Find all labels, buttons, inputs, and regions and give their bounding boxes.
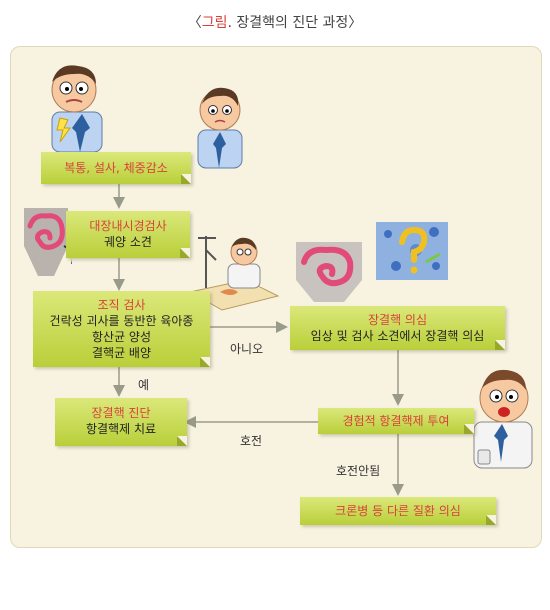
box-suspect-title: 장결핵 의심 — [367, 313, 427, 327]
box-suspect-line-1: 임상 및 검사 소견에서 장결핵 의심 — [310, 329, 485, 343]
box-empirical: 경험적 항결핵제 투여 — [318, 408, 474, 434]
title-highlight: 그림 — [201, 15, 228, 31]
box-diagnosis-title: 장결핵 진단 — [91, 406, 151, 420]
box-diagnosis-line-1: 항결핵제 치료 — [85, 422, 157, 436]
lab-doctor-illustration — [188, 236, 280, 311]
box-biopsy-line-1: 건락성 괴사를 동반한 육아종 — [49, 314, 194, 328]
box-biopsy: 조직 검사 건락성 괴사를 동반한 육아종 항산균 양성 결핵균 배양 — [33, 291, 210, 367]
box-biopsy-line-2: 항산균 양성 — [91, 330, 151, 344]
intestine-illustration — [24, 208, 72, 276]
doctor-surprised-illustration — [473, 369, 533, 469]
box-crohn-title: 크론병 등 다른 질환 의심 — [335, 504, 461, 518]
bacteria-magnified-illustration — [376, 222, 448, 280]
box-colonoscopy: 대장내시경검사 궤양 소견 — [66, 211, 190, 258]
box-colonoscopy-line-1: 궤양 소견 — [104, 235, 152, 249]
colon-illustration — [296, 242, 362, 302]
edge-label-not-improved: 호전안됨 — [336, 464, 381, 478]
box-symptoms-title: 복통, 설사, 체중감소 — [64, 161, 168, 175]
box-biopsy-line-3: 결핵균 배양 — [91, 346, 151, 360]
patient-pain-illustration — [51, 65, 103, 153]
edge-label-yes: 예 — [138, 378, 150, 392]
box-colonoscopy-title: 대장내시경검사 — [89, 219, 167, 233]
box-empirical-title: 경험적 항결핵제 투여 — [342, 414, 450, 428]
box-diagnosis: 장결핵 진단 항결핵제 치료 — [55, 398, 187, 446]
edge-label-improved: 호전 — [240, 434, 263, 448]
box-biopsy-title: 조직 검사 — [97, 298, 146, 312]
edge-label-no: 아니오 — [230, 342, 264, 356]
figure-title: 〈그림. 장결핵의 진단 과정〉 — [187, 15, 363, 31]
box-suspect: 장결핵 의심 임상 및 검사 소견에서 장결핵 의심 — [290, 306, 505, 350]
patient-worried-illustration — [197, 87, 243, 169]
box-symptoms: 복통, 설사, 체중감소 — [41, 152, 191, 184]
box-crohn: 크론병 등 다른 질환 의심 — [300, 497, 496, 525]
